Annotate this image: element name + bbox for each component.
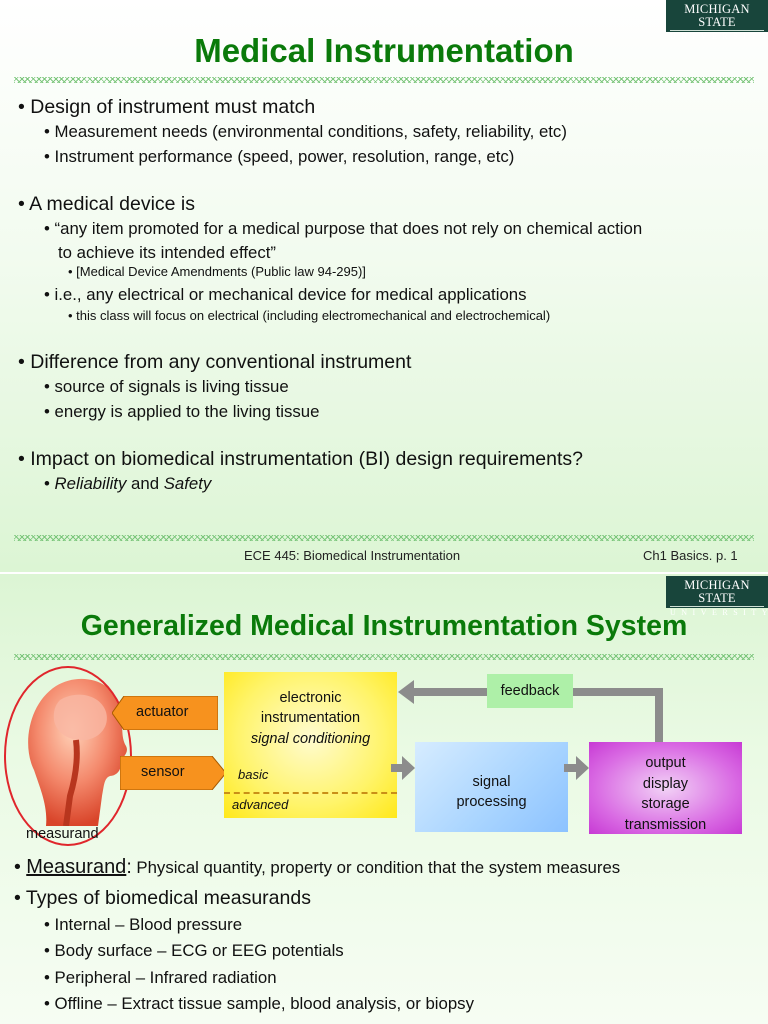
logo-line1: MICHIGAN STATE bbox=[684, 2, 750, 29]
box-output: output bbox=[645, 755, 686, 771]
diagram-arrows bbox=[391, 680, 663, 780]
box-transmission: transmission bbox=[624, 816, 707, 833]
measurand-definition: Physical quantity, property or condition… bbox=[131, 858, 621, 877]
bullet-measurand-def: • Measurand: Physical quantity, property… bbox=[14, 856, 620, 879]
bullet-ie-device: • i.e., any electrical or mechanical dev… bbox=[44, 285, 527, 304]
bullet-class-focus: • this class will focus on electrical (i… bbox=[68, 308, 551, 323]
measurand-label: measurand bbox=[26, 826, 99, 842]
box-instrumentation: instrumentation bbox=[260, 710, 361, 727]
basic-advanced-divider bbox=[224, 792, 397, 794]
bullet-types-title: • Types of biomedical measurands bbox=[14, 887, 311, 909]
logo-line1: MICHIGAN STATE bbox=[684, 578, 750, 605]
output-box: output display storage transmission bbox=[589, 742, 742, 834]
bullet-instrument-performance: • Instrument performance (speed, power, … bbox=[44, 147, 515, 166]
box-signal-conditioning: signal conditioning bbox=[250, 730, 371, 747]
basic-label: basic bbox=[238, 767, 269, 782]
bullet-type-offline: • Offline – Extract tissue sample, blood… bbox=[44, 994, 474, 1013]
footer-page: Ch1 Basics. p. 1 bbox=[643, 548, 738, 563]
box-display: display bbox=[642, 775, 689, 792]
feedback-label: feedback bbox=[500, 683, 560, 699]
slide-separator bbox=[0, 572, 768, 574]
bullet-any-item: • “any item promoted for a medical purpo… bbox=[44, 219, 643, 238]
msu-logo: MICHIGAN STATE UNIVERSITY bbox=[666, 576, 768, 617]
slide-generalized-system: MICHIGAN STATE UNIVERSITY Generalized Me… bbox=[0, 574, 768, 1024]
bullet-difference: • Difference from any conventional instr… bbox=[18, 351, 412, 373]
actuator-label: actuator bbox=[136, 704, 189, 720]
slide1-title: Medical Instrumentation bbox=[194, 32, 574, 69]
bullet-type-body-surface: • Body surface – ECG or EEG potentials bbox=[44, 941, 344, 960]
slide-medical-instrumentation: MICHIGAN STATE UNIVERSITY Medical Instru… bbox=[0, 0, 768, 572]
bullet-type-internal: • Internal – Blood pressure bbox=[44, 915, 243, 934]
slide2-title: Generalized Medical Instrumentation Syst… bbox=[80, 610, 688, 642]
footer-rule bbox=[14, 535, 754, 541]
word-and: and bbox=[126, 474, 164, 493]
bullet-energy-applied: • energy is applied to the living tissue bbox=[44, 402, 320, 421]
term-measurand: Measurand bbox=[26, 856, 127, 878]
bullet-impact: • Impact on biomedical instrumentation (… bbox=[18, 448, 584, 470]
sensor-label: sensor bbox=[141, 764, 185, 780]
bullet-type-peripheral: • Peripheral – Infrared radiation bbox=[44, 968, 277, 987]
sensor-arrow-shape bbox=[120, 756, 226, 790]
logo-line2: UNIVERSITY bbox=[670, 606, 768, 617]
logo-line2: UNIVERSITY bbox=[670, 30, 768, 41]
term-reliability: Reliability bbox=[54, 474, 127, 493]
bullet-medical-device: • A medical device is bbox=[18, 193, 195, 215]
footer-course: ECE 445: Biomedical Instrumentation bbox=[244, 548, 461, 563]
bullet-amendments: • [Medical Device Amendments (Public law… bbox=[68, 264, 366, 279]
feedback-box: feedback bbox=[487, 674, 573, 708]
box-signal: signal bbox=[472, 774, 511, 790]
box-electronic: electronic bbox=[279, 690, 342, 706]
signal-processing-box: signal processing bbox=[415, 742, 568, 832]
box-storage: storage bbox=[641, 796, 690, 813]
bullet-design: • Design of instrument must match bbox=[18, 96, 316, 118]
bullet-source-signals: • source of signals is living tissue bbox=[44, 377, 289, 396]
bullet-measurement-needs: • Measurement needs (environmental condi… bbox=[44, 122, 567, 141]
msu-logo: MICHIGAN STATE UNIVERSITY bbox=[666, 0, 768, 41]
bullet-mark: • bbox=[14, 856, 27, 878]
title-rule bbox=[14, 77, 754, 83]
colon: : bbox=[126, 856, 132, 878]
term-safety: Safety bbox=[163, 474, 212, 493]
bullet-reliability-safety: • Reliability and Safety bbox=[44, 474, 211, 493]
actuator-arrow-shape bbox=[112, 696, 218, 730]
advanced-label: advanced bbox=[232, 797, 289, 812]
bullet-mark: • bbox=[44, 474, 55, 493]
bullet-any-item-cont: to achieve its intended effect” bbox=[58, 243, 276, 262]
box-processing: processing bbox=[456, 794, 527, 811]
title-rule bbox=[14, 654, 754, 660]
